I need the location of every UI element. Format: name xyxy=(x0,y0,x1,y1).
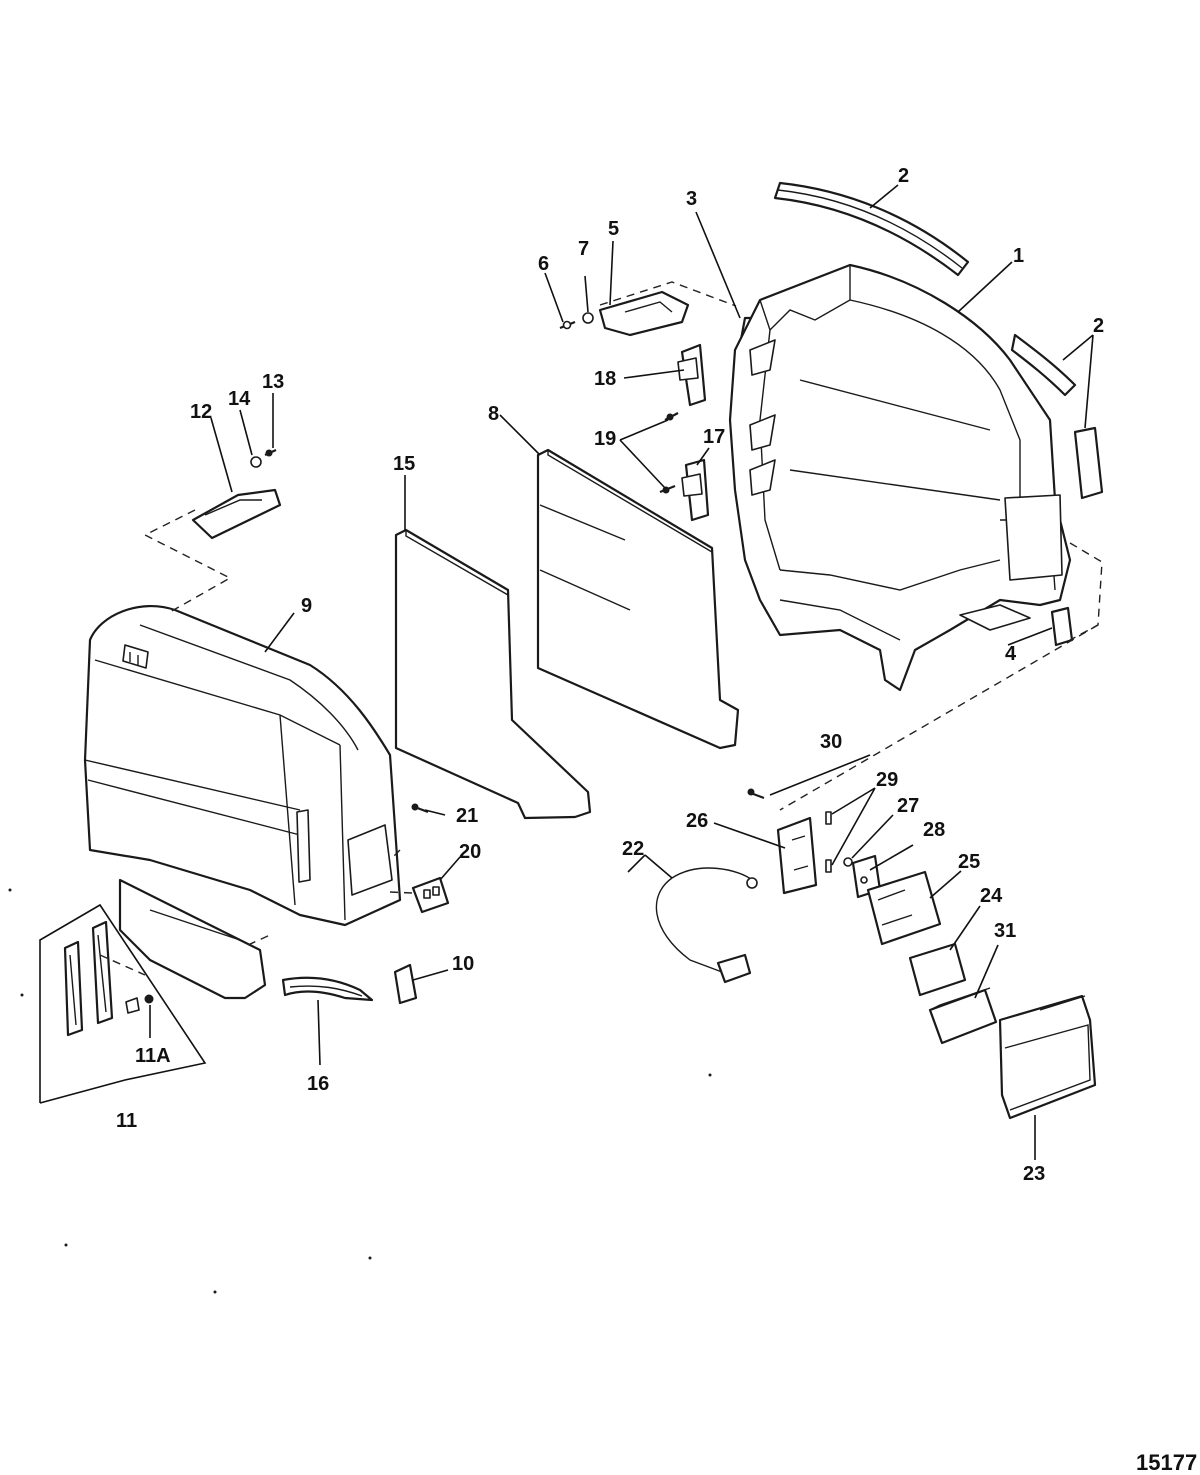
part-8-panel xyxy=(536,448,740,750)
part-11-vent-assembly xyxy=(63,920,140,1037)
scan-specks xyxy=(8,888,712,1294)
callout-19: 19 xyxy=(594,428,616,450)
part-20-connector xyxy=(411,876,450,914)
part-22-cable xyxy=(655,867,758,984)
part-10-block xyxy=(393,963,418,1005)
callout-27: 27 xyxy=(897,795,919,817)
lower-cowl-edge xyxy=(118,878,267,1000)
callout-29: 29 xyxy=(876,769,898,791)
part-29-pins xyxy=(825,811,832,873)
callout-28: 28 xyxy=(923,819,945,841)
callout-5: 5 xyxy=(608,218,619,240)
part-1-rear-cowl xyxy=(728,263,1072,692)
figure-id: 15177 xyxy=(1136,1450,1197,1475)
callout-7: 7 xyxy=(578,238,589,260)
part-21-screw xyxy=(411,803,429,814)
callout-4: 4 xyxy=(1005,643,1017,665)
callout-30: 30 xyxy=(820,731,842,753)
part-24-gasket xyxy=(908,942,967,997)
part-19-screws xyxy=(659,412,679,494)
alignment-lines xyxy=(99,281,1103,976)
callout-22: 22 xyxy=(622,838,644,860)
part-31-block xyxy=(928,987,998,1045)
callout-21: 21 xyxy=(456,805,478,827)
part-15-panel xyxy=(394,528,592,820)
callout-26: 26 xyxy=(686,810,708,832)
callout-12: 12 xyxy=(190,401,212,423)
callout-15: 15 xyxy=(393,453,415,475)
part-30-screw xyxy=(747,788,765,800)
part-2-side-trim xyxy=(1010,333,1104,500)
part-18-hinge xyxy=(677,343,707,407)
callout-8: 8 xyxy=(488,403,499,425)
callout-18: 18 xyxy=(594,368,616,390)
callout-20: 20 xyxy=(459,841,481,863)
callout-25: 25 xyxy=(958,851,980,873)
callout-2-side: 2 xyxy=(1093,315,1104,337)
part-16-seal xyxy=(281,976,374,1002)
part-6-screw xyxy=(559,320,576,330)
callout-13: 13 xyxy=(262,371,284,393)
part-23-cover xyxy=(998,994,1097,1120)
callout-23: 23 xyxy=(1023,1163,1045,1185)
part-27-washer xyxy=(843,857,853,867)
part-25-spring-assembly xyxy=(866,870,942,946)
callout-31: 31 xyxy=(994,920,1016,942)
callout-14: 14 xyxy=(228,388,251,410)
callout-labels: 1 2 2 3 4 5 6 7 8 9 10 11 11A 12 13 14 1… xyxy=(116,165,1104,1185)
callout-11a: 11A xyxy=(135,1045,171,1067)
part-11a-fastener xyxy=(144,994,154,1004)
callout-1: 1 xyxy=(1013,245,1024,267)
callout-11: 11 xyxy=(116,1110,137,1132)
callout-3: 3 xyxy=(686,188,697,210)
part-5-latch-bracket xyxy=(598,290,690,337)
part-26-latch-plate xyxy=(776,816,818,895)
callout-2-top: 2 xyxy=(898,165,909,187)
part-9-front-cowl xyxy=(83,605,402,927)
callout-9: 9 xyxy=(301,595,312,617)
callout-16: 16 xyxy=(307,1073,329,1095)
callout-24: 24 xyxy=(980,885,1003,907)
part-4-block xyxy=(1050,606,1074,647)
part-17-hinge xyxy=(681,458,710,522)
callout-17: 17 xyxy=(703,426,725,448)
callout-10: 10 xyxy=(452,953,474,975)
callout-6: 6 xyxy=(538,253,549,275)
leader-lines xyxy=(39,184,1094,1160)
part-14-washer xyxy=(250,456,262,468)
part-2-top-trim xyxy=(773,181,970,277)
part-12-latch xyxy=(191,488,282,540)
part-13-screw xyxy=(264,448,277,457)
part-7-washer xyxy=(582,312,594,324)
